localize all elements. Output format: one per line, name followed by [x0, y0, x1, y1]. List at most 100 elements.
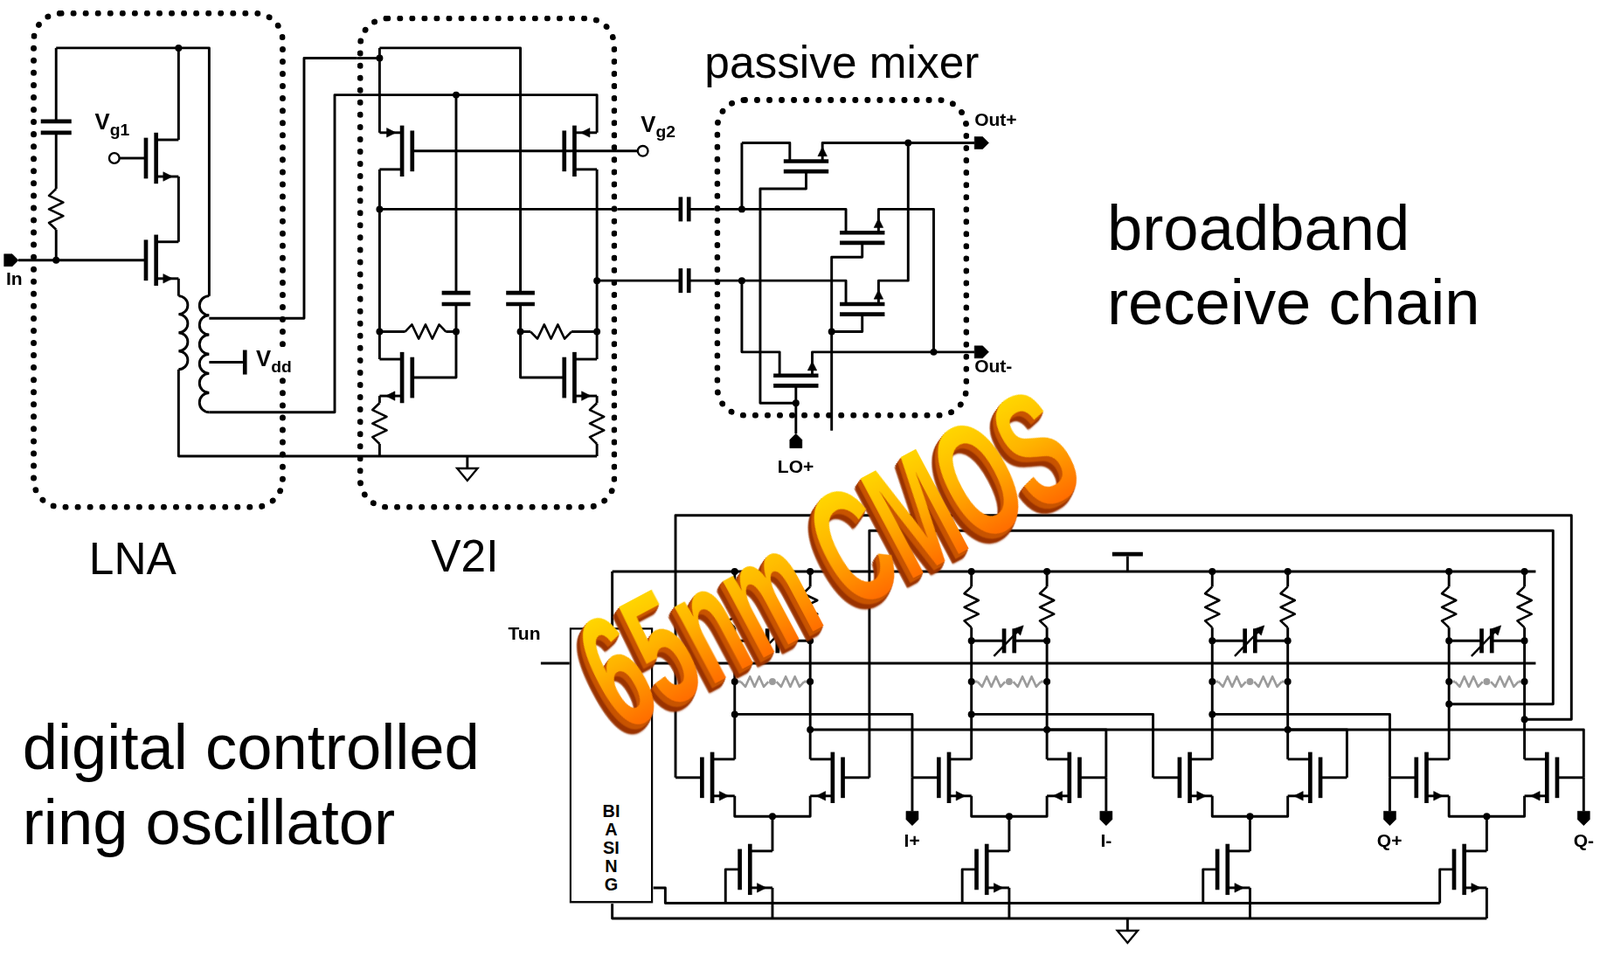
wire [971, 639, 1005, 643]
wire [177, 278, 181, 297]
wire [1211, 627, 1214, 760]
transistor-terminal [1524, 757, 1548, 761]
transistor-terminal [1288, 757, 1311, 761]
transistor-arrow [1294, 791, 1304, 802]
junction-dot [1246, 678, 1254, 686]
wire [831, 242, 863, 431]
wire [612, 902, 1488, 919]
wire [1254, 639, 1288, 643]
wire [55, 229, 58, 261]
wire [465, 456, 469, 469]
transistor-terminal [574, 358, 597, 361]
wire [831, 314, 863, 333]
transistor-gate [561, 357, 567, 399]
supply-symbol [1112, 552, 1143, 557]
resistor-symbol [1253, 676, 1282, 687]
wire [794, 385, 797, 434]
junction-dot [828, 328, 836, 336]
transistor-arrow [580, 128, 590, 139]
transistor-terminal [986, 849, 1010, 852]
wire [1045, 571, 1049, 588]
pin-name: Q+ [1377, 831, 1403, 852]
ground-symbol [1117, 930, 1138, 943]
transistor-terminal [1046, 757, 1070, 761]
resistor-symbol [1218, 676, 1247, 687]
dotted-block-boundary: passive mixer [713, 96, 970, 419]
pin-name: I- [1100, 831, 1112, 852]
wire [119, 157, 146, 160]
arrowhead [1254, 625, 1265, 636]
terminal-circle [109, 152, 120, 164]
wire [208, 95, 597, 413]
wire [1485, 816, 1489, 852]
wire [1582, 777, 1586, 812]
resistor-symbol [1454, 676, 1483, 687]
pin-name: Tun [508, 624, 541, 645]
transistor-terminal [379, 167, 402, 171]
resistor-symbol [1441, 586, 1456, 628]
subscript: g1 [110, 119, 130, 139]
wire [1248, 816, 1252, 852]
transistor-terminal [379, 358, 402, 361]
wire [177, 48, 181, 140]
junction-dot [1208, 678, 1216, 686]
transistor-terminal [948, 757, 972, 761]
transistor-arrow [756, 883, 767, 894]
signal-wire [285, 58, 358, 319]
block-heading: V2I [430, 530, 499, 582]
port-symbol [1383, 810, 1396, 825]
junction-dot [1284, 637, 1292, 645]
wire [675, 775, 702, 779]
resistor-symbol [48, 188, 63, 230]
port-symbol [1577, 810, 1590, 825]
wire [1491, 639, 1524, 643]
wire [55, 48, 58, 122]
wire [1126, 555, 1130, 572]
signal-name: Vg1 [95, 110, 131, 135]
resistor-symbol [1039, 586, 1054, 628]
wire [912, 775, 939, 779]
wire [1126, 918, 1130, 931]
watermark: 65nm CMOS [556, 362, 1101, 755]
transistor-arrow [1530, 791, 1541, 802]
ground-symbol [457, 468, 478, 481]
junction-dot [806, 678, 814, 686]
block-heading: passive mixer [704, 37, 979, 90]
wire [55, 48, 209, 297]
wire [1557, 775, 1584, 779]
wire [741, 280, 846, 305]
port-symbol [974, 136, 989, 149]
junction-dot [968, 637, 976, 645]
block-heading: LNA [89, 533, 177, 586]
transistor-arrow [816, 791, 826, 802]
wire [595, 395, 599, 403]
wire [378, 48, 381, 133]
transistor-arrow [993, 883, 1004, 894]
capacitor-symbol [505, 290, 535, 296]
wire [571, 330, 597, 333]
wire [1046, 729, 1347, 778]
junction-dot [1005, 678, 1013, 686]
wire [378, 443, 381, 457]
transistor-terminal [156, 240, 180, 243]
wire [595, 443, 599, 457]
wire [1079, 775, 1106, 779]
wire [18, 258, 146, 262]
port-symbol [906, 810, 919, 825]
wire [379, 48, 520, 293]
arrowhead [1491, 625, 1502, 636]
wire [822, 142, 975, 161]
junction-dot [375, 328, 383, 336]
dotted-block-boundary: LNA [30, 10, 286, 511]
transistor-terminal [1227, 849, 1251, 852]
capacitor-symbol [1242, 628, 1247, 653]
junction-dot [968, 678, 976, 686]
pin-name: I+ [904, 831, 921, 852]
transistor-arrow [163, 274, 174, 284]
pin-name: LO+ [777, 457, 814, 478]
port-symbol [1100, 810, 1113, 825]
pin-name: Out+ [974, 110, 1017, 131]
port-symbol [789, 433, 803, 448]
transistor-terminal [156, 138, 180, 142]
